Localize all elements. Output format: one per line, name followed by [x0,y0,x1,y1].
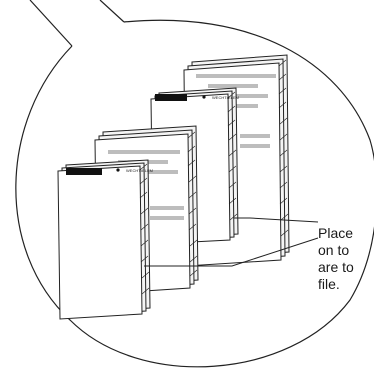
letterhead-logo-block [155,94,187,101]
callout-line-3: are to [318,259,374,276]
pointer-line-right [100,0,124,22]
document-stack-1: WECHT•ELEM [58,160,153,319]
callout-line-4: file. [318,276,374,293]
letterhead-text-front: WECHT•ELEM [126,168,153,173]
letterhead-emblem [202,95,205,98]
callout-text: Place on to are to file. [318,225,374,293]
letterhead-logo-block-front [66,168,102,175]
letterhead-emblem-front [116,168,119,171]
pointer-line-left [30,0,72,46]
callout-line-1: Place [318,225,374,242]
letterhead-text: WECHT•ELEM [212,95,239,100]
callout-line-2: on to [318,242,374,259]
